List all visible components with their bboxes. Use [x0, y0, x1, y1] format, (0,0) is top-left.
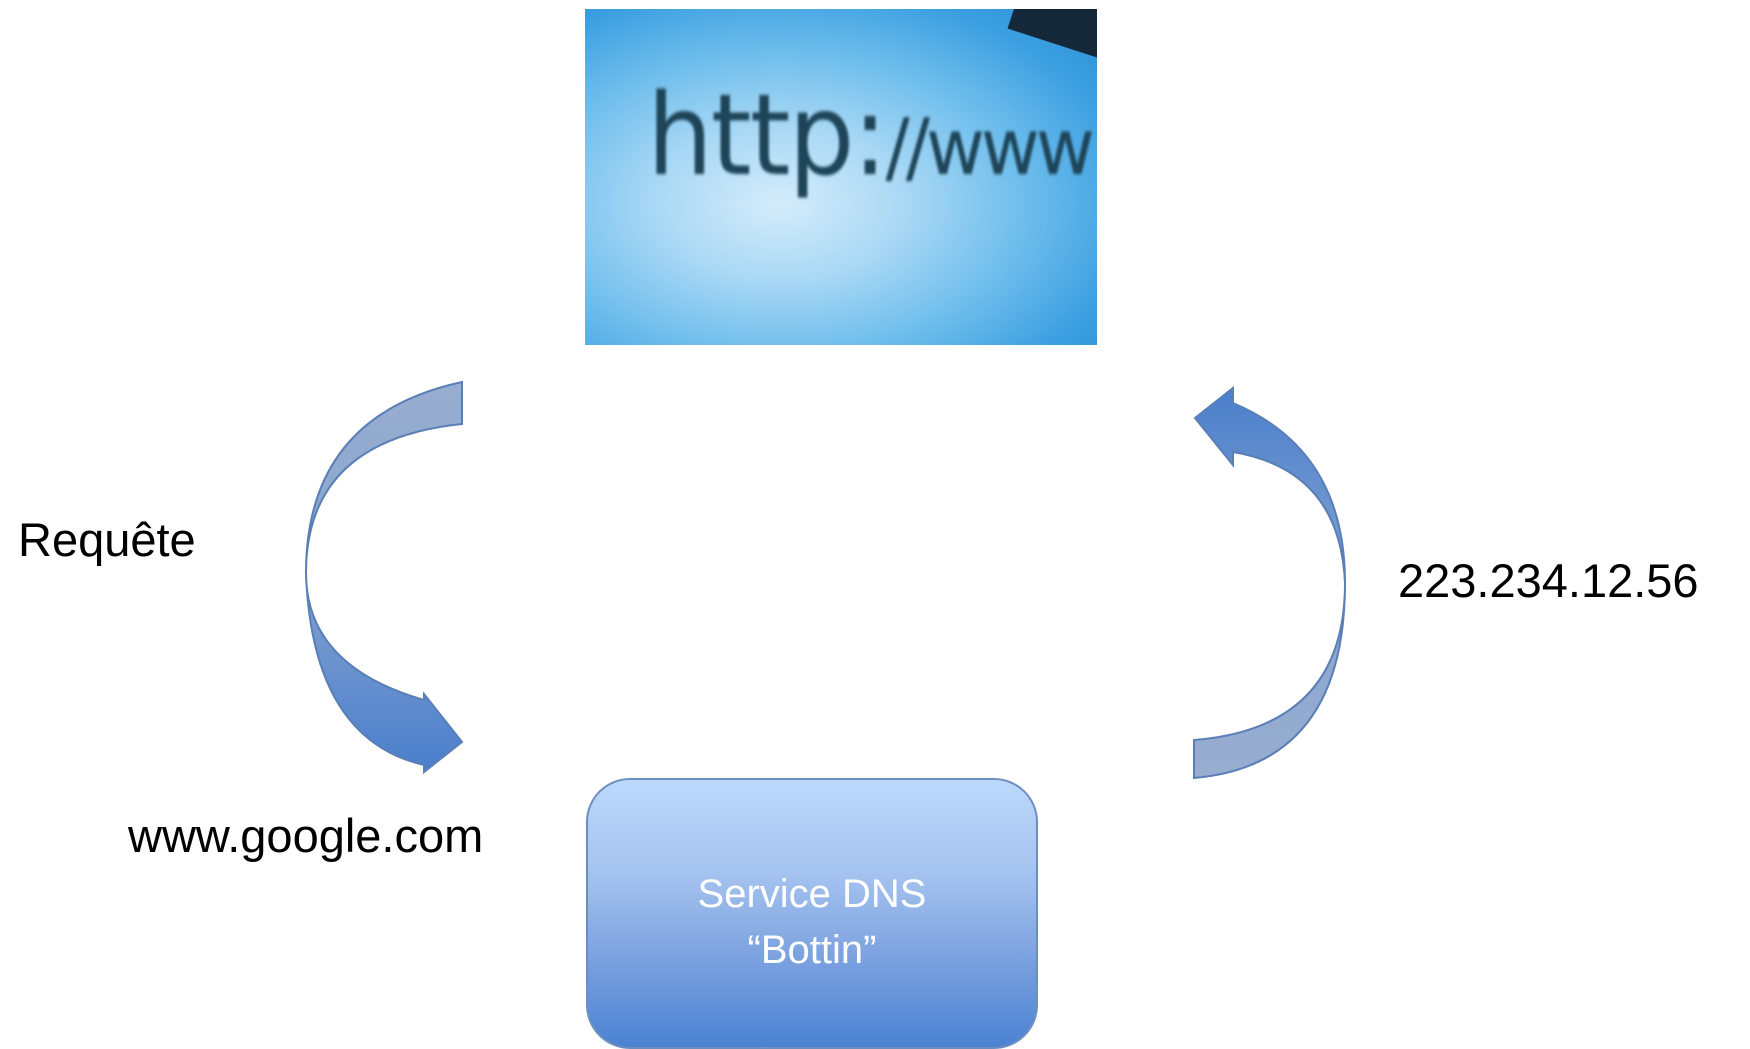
domain-label: www.google.com [128, 809, 484, 862]
http-www-photo: http://www [585, 9, 1097, 345]
dns-service-box: Service DNS “Bottin” [586, 778, 1038, 1049]
photo-url-tail: //www [885, 101, 1095, 193]
request-label: Requête [18, 513, 196, 566]
dns-box-title: Service DNS [697, 872, 927, 916]
request-arrow [304, 380, 464, 775]
dns-box-subtitle: “Bottin” [747, 928, 877, 972]
photo-url-main: http: [647, 69, 888, 201]
photo-url-text: http://www [647, 69, 1095, 201]
ip-address-label: 223.234.12.56 [1398, 554, 1699, 607]
response-arrow [1193, 385, 1347, 780]
